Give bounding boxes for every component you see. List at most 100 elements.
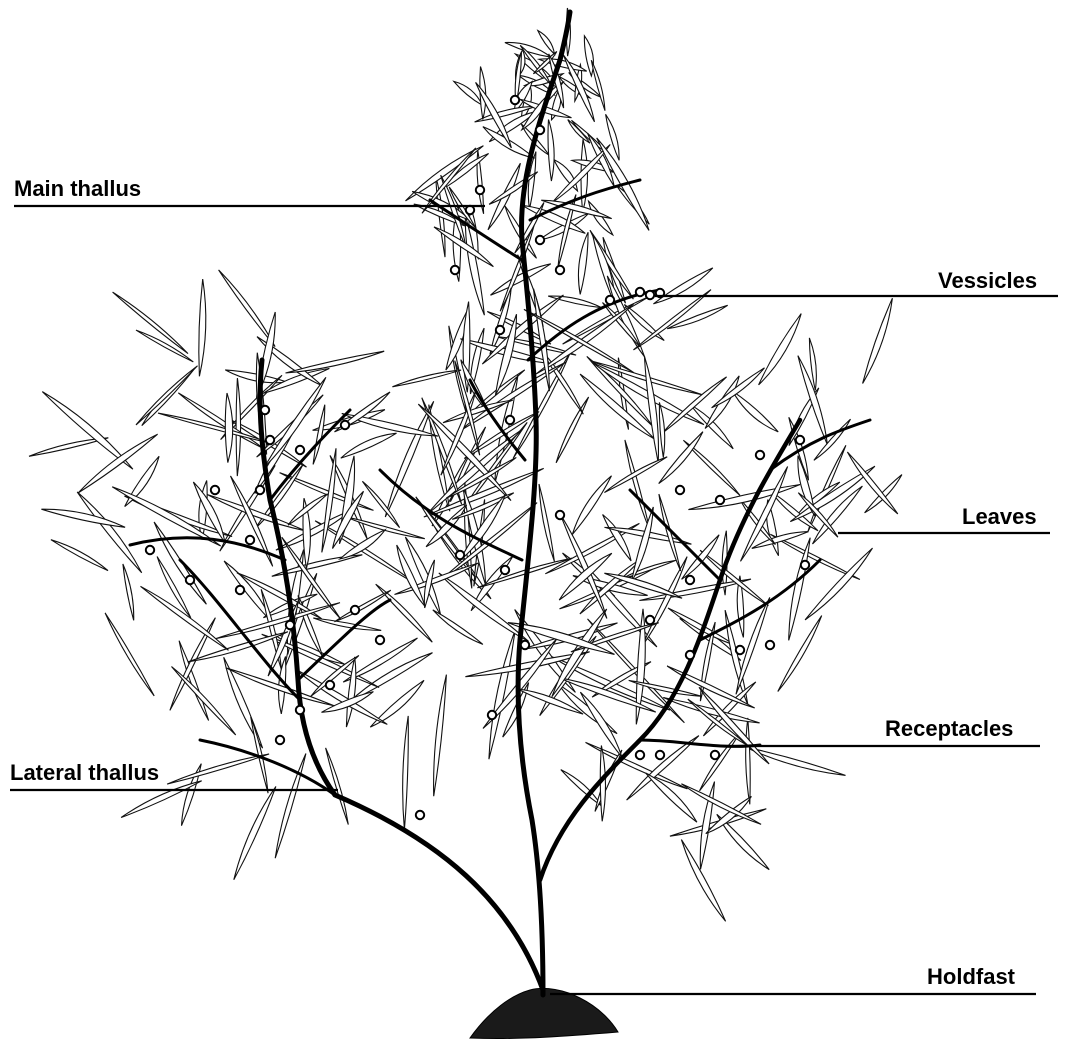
leaf-blade — [556, 397, 589, 463]
leaf-blade — [322, 448, 336, 552]
vesicle-dot — [556, 266, 564, 274]
leaf-blade — [433, 610, 483, 645]
leaf-blade — [403, 716, 409, 830]
leaf-blade — [759, 314, 802, 385]
leaf-blade — [346, 517, 425, 539]
receptacles-label: Receptacles — [885, 718, 1013, 740]
leaf-blade — [659, 402, 664, 457]
vesicle-dot — [536, 236, 544, 244]
leaf-blade — [340, 530, 385, 559]
vesicle-dot — [476, 186, 484, 194]
leaf-blade — [172, 667, 236, 736]
leaf-blade — [236, 378, 241, 476]
vesicle-dot — [536, 126, 544, 134]
vesicle-dot — [716, 496, 724, 504]
leaf-blade — [733, 391, 779, 432]
vesicle-dot — [488, 711, 496, 719]
vesicle-dot — [646, 291, 654, 299]
vesicle-dot — [211, 486, 219, 494]
leaf-blade — [578, 232, 588, 294]
leaf-blade — [539, 484, 554, 561]
vesicle-dot — [286, 621, 294, 629]
vessicles-label: Vessicles — [938, 270, 1037, 292]
vesicle-dot — [256, 486, 264, 494]
leaf-blade — [219, 270, 276, 347]
vesicle-dot — [646, 616, 654, 624]
leaves-label: Leaves — [962, 506, 1037, 528]
leaf-blade — [313, 618, 381, 630]
vesicle-dot — [606, 296, 614, 304]
leaf-blade — [789, 538, 811, 641]
holdfast-label: Holdfast — [927, 966, 1015, 988]
vesicle-dot — [736, 646, 744, 654]
leaf-blade — [392, 370, 461, 387]
leaf-blade — [167, 754, 269, 784]
leaf-blade — [745, 747, 846, 776]
vesicle-dot — [261, 406, 269, 414]
vesicle-dot — [686, 651, 694, 659]
vesicle-dot — [636, 288, 644, 296]
vesicle-dot — [796, 436, 804, 444]
leaf-blade — [712, 368, 765, 408]
leaf-blade — [225, 393, 232, 463]
leaf-blade — [572, 476, 611, 535]
vesicle-dot — [636, 751, 644, 759]
leaf-blade — [113, 292, 188, 354]
vesicle-dot — [376, 636, 384, 644]
leaf-blade — [568, 120, 590, 144]
vesicle-dot — [296, 706, 304, 714]
vesicle-dot — [326, 681, 334, 689]
vesicle-dot — [521, 641, 529, 649]
vesicle-dot — [556, 511, 564, 519]
leaf-blade — [286, 351, 385, 373]
vesicle-dot — [801, 561, 809, 569]
leaf-blade — [234, 786, 276, 879]
leaf-blade — [439, 503, 537, 582]
vesicle-dot — [756, 451, 764, 459]
leaf-blade — [199, 279, 206, 376]
vesicle-dot — [766, 641, 774, 649]
leaf-blade — [313, 405, 325, 465]
leaf-blade — [491, 264, 551, 295]
vesicle-dot — [656, 751, 664, 759]
leaf-blade — [863, 298, 893, 383]
leaf-blade — [123, 564, 134, 620]
leaves-group — [29, 8, 902, 921]
vesicle-dot — [351, 606, 359, 614]
leaf-blade — [105, 613, 154, 696]
main-thallus-label: Main thallus — [14, 178, 141, 200]
leaf-blade — [513, 351, 571, 459]
leaf-blade — [41, 509, 125, 527]
vesicle-dot — [146, 546, 154, 554]
leaf-blade — [603, 515, 632, 561]
leaf-blade — [51, 540, 108, 571]
leaf-blade — [625, 440, 650, 530]
leaf-blade — [700, 733, 740, 791]
vesicle-dot — [686, 576, 694, 584]
vesicle-dot — [456, 551, 464, 559]
leaf-blade — [778, 616, 822, 692]
vesicle-dot — [506, 416, 514, 424]
leaf-blade — [659, 494, 681, 571]
vesicle-dot — [676, 486, 684, 494]
vesicle-dot — [711, 751, 719, 759]
leaf-blade — [548, 120, 554, 182]
vesicle-dot — [496, 326, 504, 334]
leaf-blade — [346, 657, 355, 727]
leaf-blade — [350, 653, 432, 701]
leaf-blade — [385, 401, 433, 517]
vesicle-dot — [276, 736, 284, 744]
vesicle-dot — [341, 421, 349, 429]
leaf-blade — [170, 618, 216, 711]
vesicle-dot — [511, 96, 519, 104]
leaf-blade — [700, 550, 768, 606]
vesicle-dot — [236, 586, 244, 594]
leaf-blade — [439, 573, 529, 641]
vesicle-dot — [416, 811, 424, 819]
vesicle-dot — [451, 266, 459, 274]
leaf-blade — [434, 675, 447, 797]
vesicle-dot — [186, 576, 194, 584]
leaf-blade — [653, 268, 712, 304]
leaf-blade — [224, 561, 272, 622]
